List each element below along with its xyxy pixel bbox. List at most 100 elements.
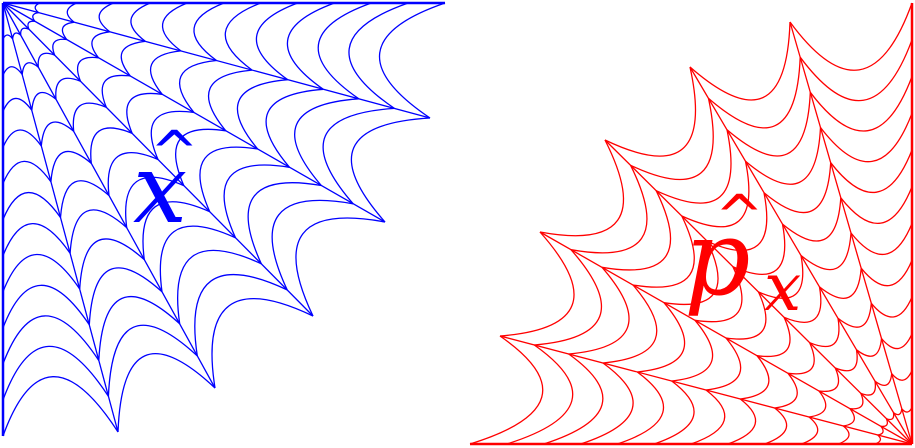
momentum-operator-label: p ^ x	[684, 182, 801, 326]
web-spiral-thread	[107, 324, 198, 397]
web-spiral-thread	[176, 249, 262, 324]
web-spiral-thread	[543, 353, 604, 445]
web-spiral-thread	[31, 91, 57, 111]
web-spiral-thread	[32, 11, 39, 22]
web-spiral-thread	[874, 373, 893, 386]
web-spiral-thread	[819, 268, 862, 299]
web-spiral-thread	[745, 127, 822, 185]
momentum-spider-web	[469, 2, 914, 446]
web-spiral-thread	[90, 127, 133, 164]
web-spiral-thread	[690, 389, 726, 445]
web-spiral-thread	[2, 191, 62, 220]
web-spiral-thread	[72, 102, 107, 132]
web-spiral-thread	[630, 98, 714, 181]
web-spiral-thread	[271, 199, 354, 291]
web-spiral-thread	[194, 273, 288, 356]
web-spiral-thread	[756, 317, 791, 358]
web-spiral-thread	[175, 128, 226, 186]
momentum-operator-symbol: p	[684, 197, 751, 319]
web-spiral-thread	[705, 337, 742, 391]
web-spiral-thread	[880, 418, 889, 428]
web-spiral-thread	[893, 408, 903, 416]
web-spiral-thread	[789, 2, 913, 71]
web-spiral-thread	[2, 376, 119, 437]
web-spiral-thread	[161, 2, 188, 52]
web-spiral-thread	[774, 372, 798, 409]
web-spiral-thread	[117, 353, 216, 433]
web-spiral-thread	[199, 146, 258, 212]
web-spiral-thread	[178, 59, 217, 113]
web-spiral-thread	[800, 232, 852, 271]
web-spiral-thread	[783, 286, 822, 323]
web-spiral-thread	[499, 231, 575, 337]
web-spiral-thread	[350, 117, 431, 223]
web-spiral-thread	[125, 176, 185, 228]
web-spiral-thread	[632, 215, 695, 288]
web-spiral-thread	[37, 52, 55, 68]
web-spiral-thread	[211, 298, 314, 389]
web-spiral-thread	[877, 425, 884, 436]
web-spiral-thread	[860, 381, 877, 396]
web-spiral-thread	[101, 74, 131, 108]
web-spiral-thread	[2, 97, 33, 112]
web-spiral-thread	[838, 425, 850, 445]
web-spiral-thread	[850, 223, 913, 256]
web-spiral-thread	[11, 32, 22, 39]
web-spiral-thread	[534, 249, 602, 346]
web-spiral-thread	[142, 201, 210, 260]
web-spiral-thread	[506, 344, 574, 445]
web-spiral-thread	[707, 192, 768, 252]
web-spiral-thread	[20, 27, 30, 36]
web-spiral-thread	[2, 345, 109, 401]
web-spiral-thread	[126, 92, 163, 134]
web-spiral-thread	[901, 407, 913, 413]
web-spiral-thread	[787, 342, 815, 375]
web-spiral-thread	[782, 197, 842, 242]
web-spiral-thread	[819, 113, 913, 163]
web-spiral-thread	[601, 190, 672, 271]
web-spiral-thread	[98, 295, 181, 361]
web-spiral-thread	[2, 160, 52, 184]
web-spiral-thread	[740, 355, 770, 400]
web-spiral-thread	[655, 129, 732, 204]
web-spiral-thread	[224, 2, 262, 71]
web-spiral-thread	[870, 296, 913, 318]
web-spiral-thread	[874, 434, 882, 445]
web-spiral-thread	[2, 284, 90, 329]
web-spiral-thread	[849, 393, 864, 410]
web-spiral-thread	[59, 180, 110, 218]
web-spiral-thread	[694, 266, 743, 323]
web-spiral-thread	[69, 209, 128, 254]
web-spiral-thread	[91, 31, 110, 59]
web-spiral-thread	[50, 151, 92, 182]
web-spiral-thread	[727, 398, 757, 445]
web-spiral-thread	[891, 370, 913, 381]
web-spiral-thread	[40, 121, 75, 147]
web-spiral-thread	[61, 21, 75, 40]
web-spiral-thread	[580, 362, 634, 445]
web-spiral-thread	[120, 40, 146, 77]
web-spiral-thread	[236, 79, 288, 150]
web-spiral-thread	[348, 2, 409, 109]
web-spiral-thread	[295, 217, 386, 317]
web-spiral-thread	[150, 110, 195, 160]
web-spiral-thread	[653, 380, 695, 445]
web-spiral-thread	[809, 76, 913, 132]
web-spiral-thread	[317, 2, 372, 100]
web-spiral-thread	[149, 50, 181, 95]
momentum-operator-subscript: x	[764, 249, 801, 326]
web-spiral-thread	[840, 186, 913, 225]
web-spiral-thread	[265, 88, 324, 168]
web-spiral-thread	[98, 2, 114, 33]
web-spiral-thread	[2, 223, 71, 256]
web-spiral-thread	[34, 2, 41, 14]
position-operator-label: x ^	[133, 118, 199, 245]
web-spiral-thread	[671, 319, 714, 382]
web-spiral-thread	[758, 255, 804, 299]
web-spiral-thread	[568, 266, 630, 355]
web-spiral-thread	[808, 390, 827, 418]
web-spiral-thread	[799, 39, 913, 102]
web-spiral-thread	[809, 318, 840, 348]
web-spiral-thread	[21, 62, 39, 75]
